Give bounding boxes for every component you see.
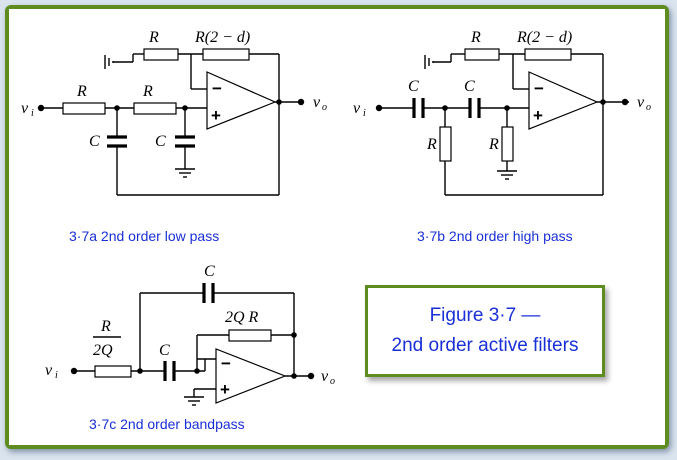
- resistor-2qr: [228, 329, 272, 342]
- figure-title-box: Figure 3·7 — 2nd order active filters: [365, 285, 605, 377]
- figure-panel: − +: [9, 9, 665, 445]
- resistor-r-2q: [94, 365, 132, 378]
- resistor-r-ground: [143, 48, 179, 61]
- svg-text:i: i: [55, 370, 58, 381]
- label-feedback-b: R(2 − d): [516, 29, 572, 46]
- label-c1-b: C: [408, 78, 419, 95]
- svg-text:i: i: [363, 108, 366, 119]
- label-c2-a: C: [155, 133, 166, 150]
- label-c-top: C: [204, 263, 215, 280]
- label-r-top-a: R: [148, 29, 159, 46]
- resistor-r2-b: [501, 126, 514, 162]
- svg-text:o: o: [322, 102, 327, 113]
- op-amp-minus-b: −: [534, 79, 544, 98]
- label-r-top-b: R: [470, 29, 481, 46]
- circuit-high-pass: − +: [353, 29, 651, 244]
- label-vo-c: v: [321, 368, 329, 385]
- label-c1-a: C: [89, 133, 100, 150]
- label-vo-a: v: [313, 94, 321, 111]
- op-amp-c: [215, 348, 287, 404]
- op-amp-plus: +: [211, 106, 221, 125]
- resistor-r-ground-b: [464, 48, 500, 61]
- label-c2-b: C: [464, 78, 475, 95]
- resistor-r2-a: [133, 102, 177, 115]
- resistor-feedback: [202, 48, 250, 61]
- label-vi-a: v: [21, 100, 29, 117]
- op-amp-plus-b: +: [533, 106, 543, 125]
- caption-low-pass: 3·7a 2nd order low pass: [69, 228, 219, 244]
- circuit-diagram: − +: [21, 29, 651, 432]
- output-terminal-c: [307, 372, 315, 380]
- label-r1-b: R: [426, 136, 437, 153]
- circuit-bandpass: − + C C 2Q R R 2Q v i v o: [45, 263, 335, 432]
- op-amp-a: [206, 71, 277, 130]
- op-amp-plus-c: +: [220, 380, 230, 399]
- label-vi-c: v: [45, 362, 53, 379]
- caption-high-pass: 3·7b 2nd order high pass: [417, 228, 573, 244]
- output-terminal-b: [621, 98, 629, 106]
- figure-frame: − +: [5, 5, 669, 449]
- label-r2-a: R: [142, 83, 153, 100]
- op-amp-minus-c: −: [221, 354, 231, 373]
- label-c-series: C: [159, 342, 170, 359]
- label-2q-denominator: 2Q: [93, 342, 113, 359]
- label-r2-b: R: [488, 136, 499, 153]
- resistor-r1-a: [62, 102, 106, 115]
- output-terminal-a: [297, 98, 305, 106]
- svg-text:o: o: [646, 102, 651, 113]
- op-amp-b: [528, 71, 599, 130]
- svg-text:o: o: [330, 376, 335, 387]
- figure-subtitle: 2nd order active filters: [391, 335, 579, 356]
- op-amp-minus: −: [212, 79, 222, 98]
- label-feedback-a: R(2 − d): [194, 29, 250, 46]
- resistor-r1-b: [439, 126, 452, 162]
- svg-text:i: i: [31, 108, 34, 119]
- label-vo-b: v: [637, 94, 645, 111]
- resistor-feedback-b: [524, 48, 572, 61]
- figure-title: Figure 3·7 —: [429, 305, 541, 326]
- label-r-numerator: R: [100, 318, 111, 335]
- label-r1-a: R: [76, 83, 87, 100]
- circuit-low-pass: − +: [21, 29, 327, 244]
- label-2qr: 2Q R: [225, 309, 259, 326]
- label-vi-b: v: [353, 100, 361, 117]
- caption-bandpass: 3·7c 2nd order bandpass: [89, 416, 245, 432]
